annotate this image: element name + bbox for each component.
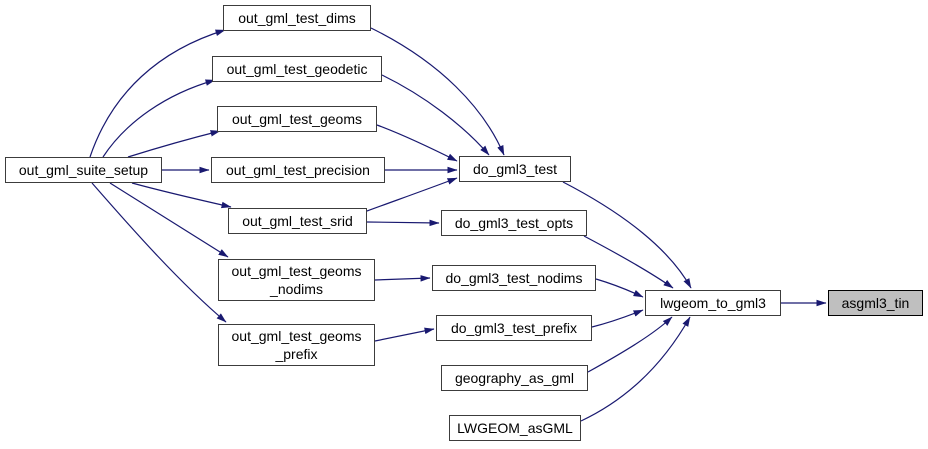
node-out_gml_test_geoms[interactable]: out_gml_test_geoms [217, 106, 377, 132]
edge-out_gml_suite_setup-out_gml_test_geodetic [102, 79, 216, 158]
edge-out_gml_test_geoms_prefix-do_gml3_test_prefix [374, 327, 435, 342]
node-lwgeom_to_gml3[interactable]: lwgeom_to_gml3 [645, 290, 781, 316]
node-out_gml_test_geodetic[interactable]: out_gml_test_geodetic [212, 56, 382, 82]
node-out_gml_test_srid[interactable]: out_gml_test_srid [228, 208, 367, 234]
edge-out_gml_suite_setup-out_gml_test_dims [89, 29, 226, 158]
node-asgml3_tin[interactable]: asgml3_tin [828, 290, 923, 316]
edge-do_gml3_test_nodims-lwgeom_to_gml3 [595, 278, 644, 298]
edge-do_gml3_test_prefix-lwgeom_to_gml3 [591, 309, 644, 328]
node-do_gml3_test_prefix[interactable]: do_gml3_test_prefix [436, 315, 592, 341]
edge-out_gml_suite_setup-out_gml_test_geoms [127, 130, 221, 158]
edge-out_gml_test_geodetic-do_gml3_test [381, 74, 490, 156]
edge-out_gml_test_dims-do_gml3_test [370, 27, 505, 156]
node-out_gml_test_precision[interactable]: out_gml_test_precision [211, 157, 385, 183]
node-out_gml_suite_setup[interactable]: out_gml_suite_setup [5, 157, 162, 183]
edge-out_gml_test_geoms-do_gml3_test [376, 124, 458, 162]
edge-out_gml_suite_setup-out_gml_test_geoms_nodims [109, 182, 229, 258]
edge-out_gml_suite_setup-out_gml_test_geoms_prefix [91, 182, 227, 323]
edge-geography_as_gml-lwgeom_to_gml3 [587, 316, 673, 373]
edge-do_gml3_test-lwgeom_to_gml3 [562, 181, 692, 289]
node-do_gml3_test_nodims[interactable]: do_gml3_test_nodims [432, 265, 596, 291]
node-do_gml3_test[interactable]: do_gml3_test [459, 156, 571, 182]
node-LWGEOM_asGML[interactable]: LWGEOM_asGML [449, 415, 581, 441]
edge-out_gml_test_srid-do_gml3_test_opts [366, 219, 440, 227]
node-out_gml_test_dims[interactable]: out_gml_test_dims [223, 5, 371, 31]
edge-out_gml_test_geoms_nodims-do_gml3_test_nodims [374, 275, 431, 282]
node-out_gml_test_geoms_nodims[interactable]: out_gml_test_geoms _nodims [218, 259, 375, 301]
node-do_gml3_test_opts[interactable]: do_gml3_test_opts [441, 210, 587, 236]
edge-out_gml_suite_setup-out_gml_test_srid [131, 182, 232, 209]
edge-LWGEOM_asGML-lwgeom_to_gml3 [580, 316, 691, 422]
edge-do_gml3_test_opts-lwgeom_to_gml3 [583, 235, 674, 289]
node-geography_as_gml[interactable]: geography_as_gml [441, 365, 588, 391]
edge-out_gml_test_srid-do_gml3_test [366, 177, 458, 212]
node-out_gml_test_geoms_prefix[interactable]: out_gml_test_geoms _prefix [218, 324, 375, 366]
